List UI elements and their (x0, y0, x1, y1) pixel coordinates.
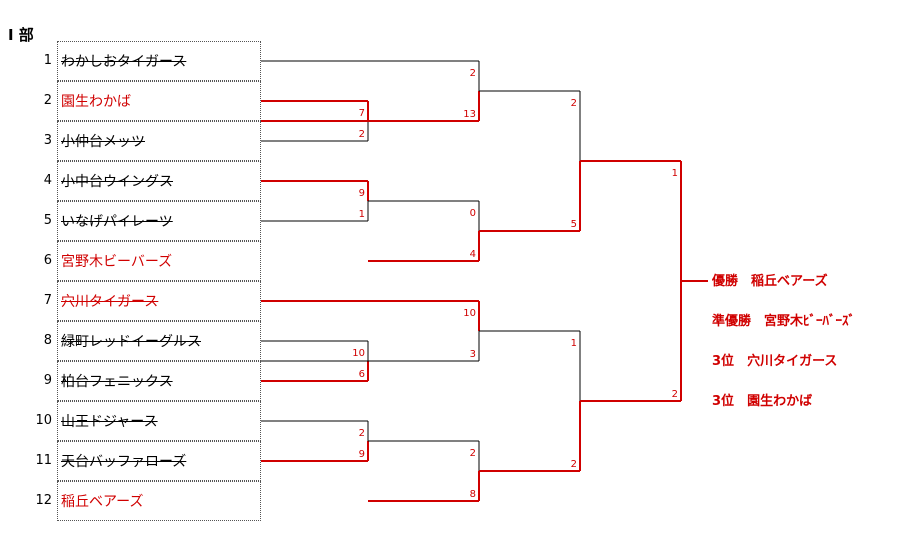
team-slot: 穴川タイガース (57, 281, 261, 321)
match-score-bottom: 1 (359, 209, 365, 220)
team-name: 緑町レッドイーグルス (61, 334, 201, 350)
team-slot: 宮野木ビーバーズ (57, 241, 261, 281)
seed-number: 6 (43, 253, 52, 268)
seed-number: 11 (35, 453, 52, 468)
team-name: 稲丘ベアーズ (61, 494, 144, 510)
team-slot: 山王ドジャース (57, 401, 261, 441)
result-champion: 優勝 稲丘ベアーズ (712, 274, 828, 289)
seed-number: 10 (35, 413, 52, 428)
team-slot: 緑町レッドイーグルス (57, 321, 261, 361)
team-name: わかしおタイガース (61, 54, 187, 70)
team-name: いなげパイレーツ (61, 214, 173, 230)
result-runner-up: 準優勝 宮野木ﾋﾞｰﾊﾞｰｽﾞ (712, 314, 856, 329)
team-slot: 小中台ウイングス (57, 161, 261, 201)
team-slot: わかしおタイガース (57, 41, 261, 81)
match-score-top: 0 (470, 208, 476, 219)
team-name: 園生わかば (61, 94, 131, 110)
team-name: 宮野木ビーバーズ (61, 254, 173, 270)
match-score-bottom: 3 (470, 349, 476, 360)
match-score-top: 2 (571, 98, 577, 109)
match-score-bottom: 13 (463, 109, 476, 120)
team-name: 小中台ウイングス (61, 174, 173, 190)
match-score-top: 2 (359, 428, 365, 439)
team-slot: 柏台フェニックス (57, 361, 261, 401)
match-score-top: 1 (672, 168, 678, 179)
match-score-bottom: 9 (359, 449, 365, 460)
match-score-bottom: 6 (359, 369, 365, 380)
team-slot: いなげパイレーツ (57, 201, 261, 241)
match-score-top: 10 (352, 348, 365, 359)
match-score-top: 10 (463, 308, 476, 319)
match-score-top: 1 (571, 338, 577, 349)
match-score-top: 2 (470, 68, 476, 79)
match-score-bottom: 8 (470, 489, 476, 500)
team-name: 山王ドジャース (61, 414, 158, 430)
team-name: 穴川タイガース (61, 294, 159, 310)
seed-number: 12 (35, 493, 52, 508)
match-score-bottom: 2 (359, 129, 365, 140)
match-score-bottom: 2 (672, 389, 678, 400)
match-score-bottom: 5 (571, 219, 577, 230)
seed-number: 9 (43, 373, 52, 388)
seed-number: 3 (43, 133, 52, 148)
team-name: 柏台フェニックス (61, 374, 173, 390)
match-score-bottom: 4 (470, 249, 476, 260)
match-score-top: 2 (470, 448, 476, 459)
team-slot: 天台バッファローズ (57, 441, 261, 481)
match-score-top: 9 (359, 188, 365, 199)
team-name: 天台バッファローズ (61, 454, 187, 470)
division-title: Ⅰ 部 (8, 26, 34, 44)
seed-number: 7 (43, 293, 52, 308)
final-standings: 優勝 稲丘ベアーズ 準優勝 宮野木ﾋﾞｰﾊﾞｰｽﾞ 3位 穴川タイガース 3位 … (712, 274, 855, 434)
team-slot: 園生わかば (57, 81, 261, 121)
match-score-top: 7 (359, 108, 365, 119)
team-name: 小仲台メッツ (61, 134, 145, 150)
team-slot: 小仲台メッツ (57, 121, 261, 161)
team-slot: 稲丘ベアーズ (57, 481, 261, 521)
result-third-place-2: 3位 園生わかば (712, 394, 813, 409)
result-third-place-1: 3位 穴川タイガース (712, 354, 838, 369)
seed-number: 1 (43, 53, 52, 68)
seed-number: 2 (43, 93, 52, 108)
seed-number: 8 (43, 333, 52, 348)
seed-number: 5 (43, 213, 52, 228)
match-score-bottom: 2 (571, 459, 577, 470)
seed-number: 4 (43, 173, 52, 188)
